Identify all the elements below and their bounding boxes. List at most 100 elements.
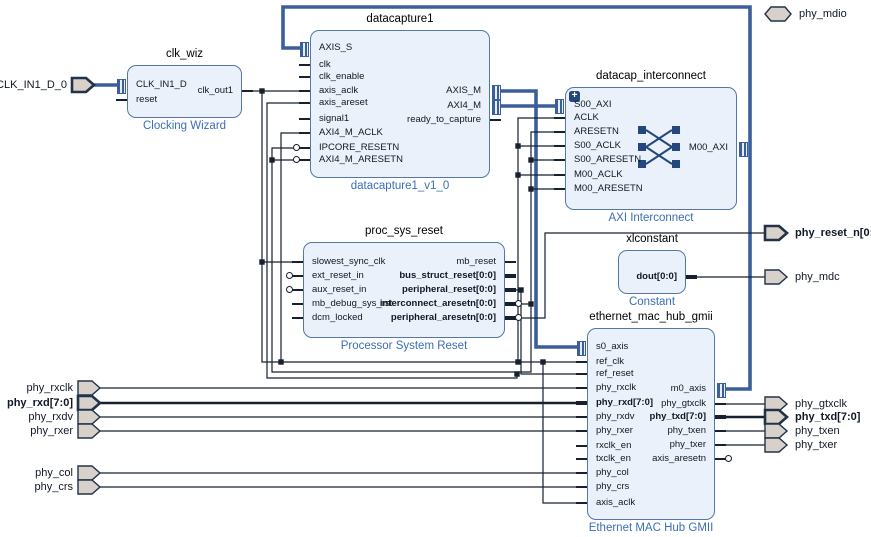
pin-datacap_interconnect-M00_ARESETN[interactable]: M00_ARESETN — [574, 183, 643, 194]
pin-ethernet_mac_hub_gmii-phy_txer[interactable]: phy_txer — [669, 439, 706, 450]
pin-datacapture1-axis_areset[interactable]: axis_areset — [319, 97, 368, 108]
pin-datacapture1-AXI4_M_ARESETN[interactable]: AXI4_M_ARESETN — [319, 154, 403, 165]
pin-proc_sys_reset-mb_debug_sys_rst[interactable]: mb_debug_sys_rst — [312, 298, 393, 309]
port-label-phy_col[interactable]: phy_col — [35, 467, 73, 479]
port-phy_mdc-icon[interactable] — [764, 269, 789, 285]
pin-ethernet_mac_hub_gmii-m0_axis[interactable]: m0_axis — [670, 383, 706, 394]
block-proc_sys_reset[interactable] — [303, 242, 505, 338]
pin-ethernet_mac_hub_gmii-txclk_en[interactable]: txclk_en — [596, 453, 631, 464]
pin-datacapture1-clk[interactable]: clk — [319, 59, 331, 70]
port-phy_rxdv-icon[interactable] — [77, 409, 102, 425]
pin-ethernet_mac_hub_gmii-ref_reset[interactable]: ref_reset — [596, 368, 634, 379]
port-phy_reset_n-icon[interactable] — [763, 224, 789, 242]
pin-ethernet_mac_hub_gmii-axis_aclk[interactable]: axis_aclk — [596, 497, 636, 508]
port-label-phy_rxclk[interactable]: phy_rxclk — [26, 382, 73, 394]
port-phy_rxer-icon[interactable] — [77, 423, 102, 439]
pin-datacapture1-AXI4_M_ACLK[interactable]: AXI4_M_ACLK — [319, 127, 383, 138]
net-clk-interconnect[interactable] — [517, 117, 555, 362]
pin-proc_sys_reset-peripheral_aresetn[0:0][interactable]: peripheral_aresetn[0:0] — [390, 312, 496, 323]
pin-datacapture1-AXIS_S[interactable]: AXIS_S — [319, 42, 353, 53]
pin-proc_sys_reset-bus_struct_reset[0:0][interactable]: bus_struct_reset[0:0] — [399, 270, 496, 281]
port-label-phy_mdio[interactable]: phy_mdio — [799, 8, 847, 20]
port-label-phy_gtxclk[interactable]: phy_gtxclk — [795, 398, 847, 410]
pin-ethernet_mac_hub_gmii-rxclk_en[interactable]: rxclk_en — [596, 440, 632, 451]
port-label-phy_reset_n[interactable]: phy_reset_n[0:0] — [795, 227, 871, 239]
port-label-CLK_IN1_D_0[interactable]: CLK_IN1_D_0 — [0, 79, 67, 91]
block-datacapture1[interactable] — [310, 30, 490, 178]
port-label-phy_crs[interactable]: phy_crs — [34, 481, 73, 493]
net-periph_aresetn-phy_reset_n[interactable] — [515, 232, 765, 319]
pin-ethernet_mac_hub_gmii-phy_rxer[interactable]: phy_rxer — [596, 425, 633, 436]
pin-datacap_interconnect-ARESETN[interactable]: ARESETN — [574, 126, 619, 137]
pin-proc_sys_reset-slowest_sync_clk[interactable]: slowest_sync_clk — [312, 256, 386, 267]
net-aresetn-main[interactable] — [515, 131, 555, 305]
pin-xlconstant-dout[0:0][interactable]: dout[0:0] — [636, 271, 677, 282]
port-phy_mdio-icon[interactable] — [764, 6, 792, 22]
port-phy_rxd-icon[interactable] — [76, 394, 102, 412]
port-label-phy_rxd[interactable]: phy_rxd[7:0] — [6, 397, 73, 409]
pin-datacapture1-axis_aclk[interactable]: axis_aclk — [319, 85, 359, 96]
pin-proc_sys_reset-dcm_locked[interactable]: dcm_locked — [312, 312, 363, 323]
pin-clk_wiz-clk_out1[interactable]: clk_out1 — [197, 85, 233, 96]
pin-ethernet_mac_hub_gmii-phy_txen[interactable]: phy_txen — [667, 425, 706, 436]
port-phy_txd-icon[interactable] — [763, 408, 789, 426]
pin-stub — [505, 261, 516, 263]
port-label-phy_rxdv[interactable]: phy_rxdv — [28, 411, 73, 423]
pin-datacap_interconnect-M00_AXI[interactable]: M00_AXI — [688, 142, 728, 153]
pin-ethernet_mac_hub_gmii-phy_rxclk[interactable]: phy_rxclk — [596, 382, 637, 393]
block-xlconstant[interactable] — [618, 250, 686, 294]
port-CLK_IN1_D_0-icon[interactable] — [70, 76, 96, 94]
port-label-phy_txen[interactable]: phy_txen — [795, 425, 840, 437]
net-aresetn-loop[interactable] — [271, 147, 532, 373]
pin-datacapture1-AXI4_M[interactable]: AXI4_M — [447, 100, 481, 111]
pin-ethernet_mac_hub_gmii-s0_axis[interactable]: s0_axis — [596, 341, 629, 352]
pin-ethernet_mac_hub_gmii-phy_gtxclk[interactable]: phy_gtxclk — [661, 398, 706, 409]
port-label-phy_txd[interactable]: phy_txd[7:0] — [795, 411, 861, 423]
pin-datacap_interconnect-S00_AXI[interactable]: S00_AXI — [574, 99, 612, 110]
pin-ethernet_mac_hub_gmii-phy_txd[7:0][interactable]: phy_txd[7:0] — [649, 411, 706, 422]
pin-proc_sys_reset-interconnect_aresetn[0:0][interactable]: interconnect_aresetn[0:0] — [379, 298, 496, 309]
port-phy_rxclk-icon[interactable] — [77, 380, 102, 396]
pin-datacap_interconnect-S00_ACLK[interactable]: S00_ACLK — [574, 140, 622, 151]
pin-ethernet_mac_hub_gmii-ref_clk[interactable]: ref_clk — [596, 356, 624, 367]
port-label-phy_txer[interactable]: phy_txer — [795, 439, 838, 451]
pin-proc_sys_reset-aux_reset_in[interactable]: aux_reset_in — [312, 284, 367, 295]
port-label-phy_rxer[interactable]: phy_rxer — [30, 425, 73, 437]
net-m0_axis-to-axis_s[interactable] — [281, 5, 752, 391]
port-phy_txen-icon[interactable] — [764, 423, 789, 439]
pin-datacapture1-AXIS_M[interactable]: AXIS_M — [446, 85, 481, 96]
net-periph_reset-ref_reset[interactable] — [515, 289, 579, 375]
port-phy_gtxclk-icon[interactable] — [764, 396, 789, 412]
block-type-label-datacapture1: datacapture1_v1_0 — [350, 180, 450, 192]
port-phy_txer-icon[interactable] — [764, 437, 789, 453]
block-ethernet_mac_hub_gmii[interactable] — [587, 328, 715, 520]
port-phy_col-icon[interactable] — [77, 465, 102, 481]
port-phy_crs-icon[interactable] — [77, 479, 102, 495]
block-clk_wiz[interactable] — [127, 65, 242, 118]
pin-datacap_interconnect-S00_ARESETN[interactable]: S00_ARESETN — [574, 154, 642, 165]
expand-button-datacap_interconnect[interactable]: + — [569, 91, 580, 102]
net-clk-axi4_m_aclk[interactable] — [280, 132, 302, 362]
pin-datacapture1-signal1[interactable]: signal1 — [319, 113, 350, 124]
interface-pin-stub — [739, 141, 748, 157]
pin-datacapture1-clk_enable[interactable]: clk_enable — [319, 71, 365, 82]
pin-ethernet_mac_hub_gmii-phy_rxd[7:0][interactable]: phy_rxd[7:0] — [596, 397, 654, 408]
pin-clk_wiz-reset[interactable]: reset — [136, 94, 158, 105]
pin-ethernet_mac_hub_gmii-phy_rxdv[interactable]: phy_rxdv — [596, 411, 635, 422]
net-axis_m-to-s0_axis[interactable] — [500, 89, 579, 349]
pin-datacap_interconnect-M00_ACLK[interactable]: M00_ACLK — [574, 169, 623, 180]
pin-proc_sys_reset-ext_reset_in[interactable]: ext_reset_in — [312, 270, 364, 281]
port-label-phy_mdc[interactable]: phy_mdc — [795, 271, 840, 283]
pin-datacap_interconnect-ACLK[interactable]: ACLK — [574, 112, 599, 123]
pin-proc_sys_reset-peripheral_reset[0:0][interactable]: peripheral_reset[0:0] — [402, 284, 496, 295]
pin-ethernet_mac_hub_gmii-phy_crs[interactable]: phy_crs — [596, 481, 630, 492]
pin-stub — [299, 147, 310, 149]
pin-ethernet_mac_hub_gmii-axis_aresetn[interactable]: axis_aresetn — [652, 453, 706, 464]
pin-clk_wiz-CLK_IN1_D[interactable]: CLK_IN1_D — [136, 79, 187, 90]
pin-datacapture1-ready_to_capture[interactable]: ready_to_capture — [407, 114, 481, 125]
block-datacap_interconnect[interactable] — [565, 87, 737, 210]
pin-ethernet_mac_hub_gmii-phy_col[interactable]: phy_col — [596, 467, 629, 478]
pin-datacapture1-IPCORE_RESETN[interactable]: IPCORE_RESETN — [319, 142, 400, 153]
pin-proc_sys_reset-mb_reset[interactable]: mb_reset — [456, 256, 496, 267]
